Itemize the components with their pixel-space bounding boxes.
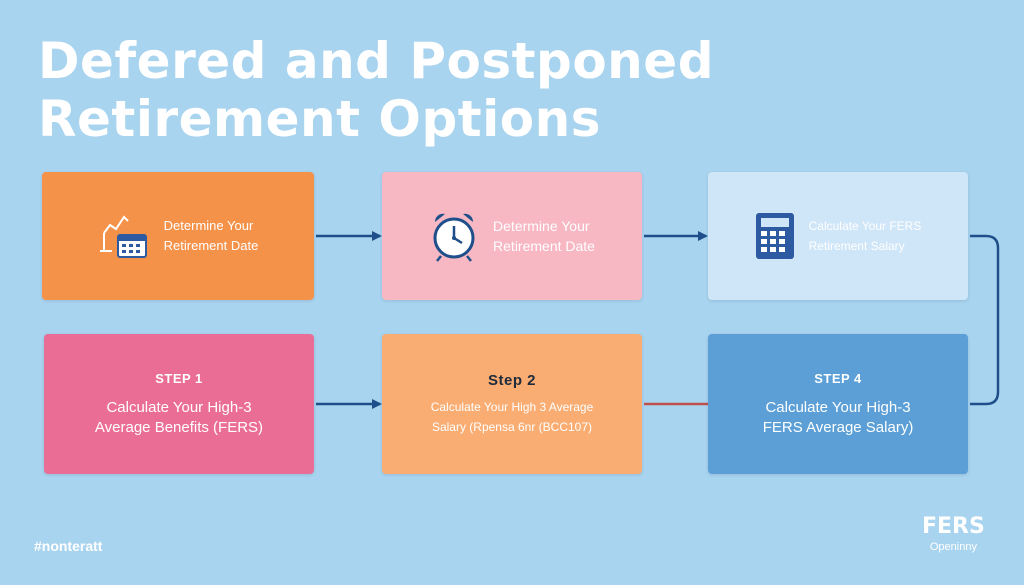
box-step-1: STEP 1 Calculate Your High-3 Average Ben… [44,334,314,474]
step-2-line-2: Salary (Rpensa 6nr (BCC107) [431,419,593,434]
alarm-clock-icon [433,213,475,262]
box1-line-2: Retirement Date [163,238,259,253]
box2-line-1: Determine Your [493,218,590,234]
step-1-label: STEP 1 [155,370,203,386]
title-line-2: Retirement Options [38,90,601,148]
step-1-line-1: Calculate Your High-3 [106,398,252,416]
step-1-line-2: Average Benefits (FERS) [94,418,264,436]
step-4-label: STEP 4 [814,370,862,386]
box3-line-1: Calculate Your FERS [808,219,922,233]
brand-logo: FERS Openinny [922,514,985,553]
step-4-line-2: FERS Average Salary) [762,418,914,436]
step-2-line-1: Calculate Your High 3 Average [430,399,594,414]
box-step-2: Step 2 Calculate Your High 3 Average Sal… [382,334,642,474]
calendar-chart-icon [99,215,147,258]
title-line-1: Defered and Postponed [38,32,714,90]
box-determine-date-2: Determine Your Retirement Date [382,172,642,300]
hashtag-text: #nonteratt [34,538,103,554]
box1-line-1: Determine Your [163,218,254,233]
connector-box3-to-step4 [970,234,1000,406]
box2-line-2: Retirement Date [493,238,595,254]
page-title: Defered and Postponed Retirement Options [38,32,714,148]
box3-line-2: Retirement Salary [808,239,905,253]
step-4-line-1: Calculate Your High-3 [765,398,911,416]
calculator-icon [755,213,794,259]
box-determine-date-1: Determine Your Retirement Date [42,172,314,300]
brand-subtitle: Openinny [929,541,977,553]
box-calculate-salary: Calculate Your FERS Retirement Salary [708,172,968,300]
step-2-label: Step 2 [487,371,536,389]
brand-name: FERS [922,514,985,539]
box-step-4: STEP 4 Calculate Your High-3 FERS Averag… [708,334,968,474]
